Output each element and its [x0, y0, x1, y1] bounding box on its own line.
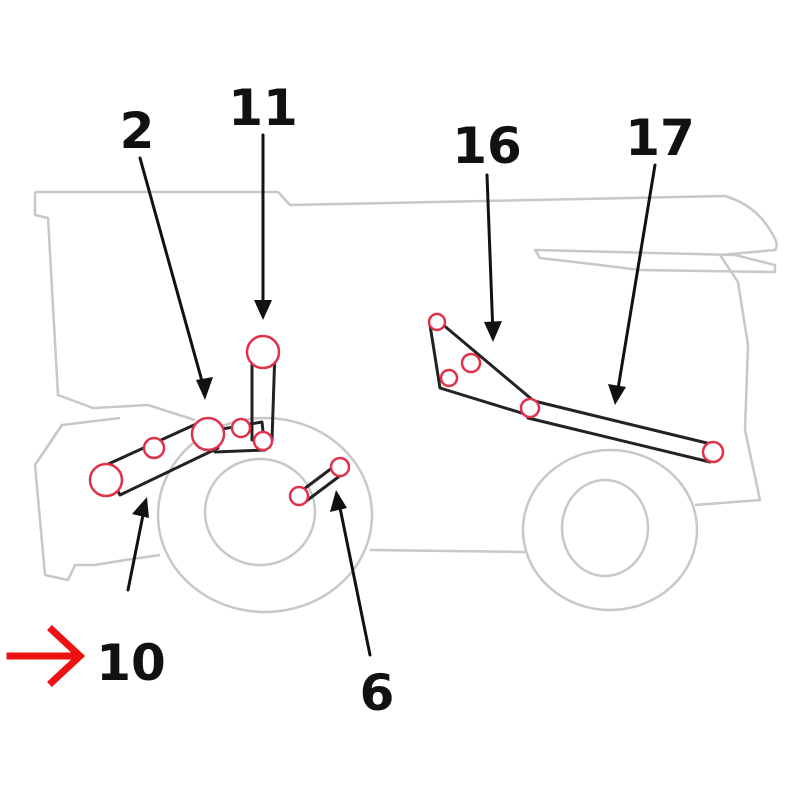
leader-arrow-17 [615, 163, 657, 397]
callout-label-2: 2 [120, 102, 155, 160]
arrowhead-icon [196, 377, 213, 400]
pulley [252, 430, 274, 452]
belt-runs [102, 316, 717, 504]
pulley [190, 416, 226, 452]
leader-arrow-6 [336, 496, 372, 657]
arrowhead-icon [330, 490, 347, 512]
callout-labels: 2 11 16 17 10 6 [96, 79, 695, 722]
rear-wheel [521, 448, 699, 612]
pulley [439, 368, 459, 388]
indicator-arrow-head [47, 625, 86, 687]
callout-label-11: 11 [228, 79, 298, 137]
pulley [519, 397, 541, 419]
leader-arrow-16 [485, 173, 495, 337]
belt-17 [526, 398, 717, 464]
pulley [427, 312, 447, 332]
pulley [142, 436, 166, 460]
arrowhead-icon [608, 384, 626, 405]
pulley [701, 440, 725, 464]
callout-label-10: 10 [96, 634, 166, 692]
pulley [288, 485, 310, 507]
pulley [245, 334, 281, 370]
front-wheel [156, 416, 374, 614]
leader-arrow-2 [138, 156, 207, 394]
grain-tank-lip [533, 248, 777, 274]
arrowhead-icon [484, 321, 502, 342]
pulley [329, 456, 351, 478]
rear-wheel-hub [560, 478, 650, 578]
pulley [460, 352, 482, 374]
harvester-body-outline [33, 190, 778, 582]
harvester-outline [33, 190, 778, 614]
belt-16 [428, 316, 537, 417]
callout-label-6: 6 [360, 664, 395, 722]
leader-arrows [126, 133, 657, 657]
pulley [230, 417, 252, 439]
arrowhead-icon [132, 497, 149, 518]
arrowhead-icon [254, 300, 272, 320]
pulley [88, 462, 124, 498]
leader-arrowheads [132, 300, 626, 518]
front-feeder-outline [33, 416, 121, 466]
callout-label-17: 17 [625, 109, 695, 167]
callout-label-16: 16 [452, 117, 522, 175]
front-wheel-hub [203, 457, 317, 567]
leader-arrow-10 [126, 503, 147, 592]
pulleys [88, 312, 725, 507]
right-arrow-icon [6, 625, 86, 687]
